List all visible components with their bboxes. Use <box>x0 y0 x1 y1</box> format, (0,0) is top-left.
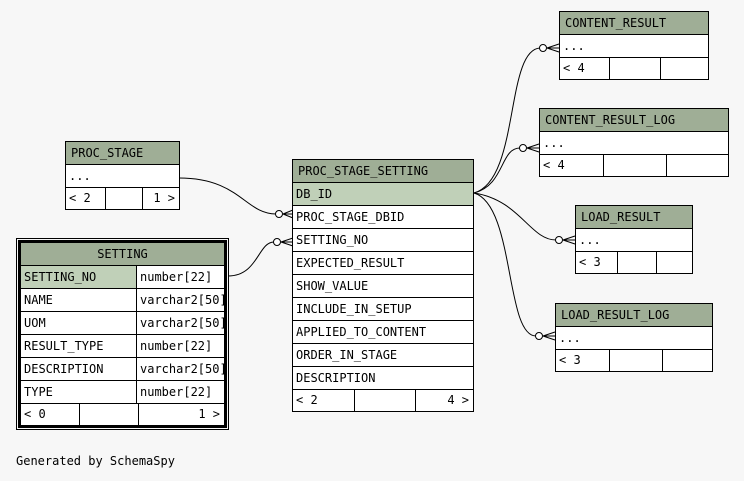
children-count: 1 > <box>138 404 224 425</box>
table-row: DESCRIPTION varchar2[50] <box>21 358 224 381</box>
rows-count <box>617 252 656 273</box>
rows-count <box>79 404 138 425</box>
column-type: number[22] <box>136 381 224 403</box>
column-type: varchar2[50] <box>136 289 224 311</box>
column-name: DESCRIPTION <box>24 362 104 376</box>
column-type: varchar2[50] <box>136 312 224 334</box>
rows-count <box>603 155 666 176</box>
rows-count <box>609 350 662 371</box>
column-name: SETTING_NO <box>24 270 97 284</box>
table-row: TYPE number[22] <box>21 381 224 404</box>
table-row: ... <box>540 132 728 155</box>
table-row: ... <box>576 229 692 252</box>
parents-count: < 2 <box>296 393 318 407</box>
table-row: PROC_STAGE_DBID <box>293 206 473 229</box>
parents-count: < 2 <box>69 191 91 205</box>
column-name: RESULT_TYPE <box>24 339 104 353</box>
table-title: LOAD_RESULT_LOG <box>556 304 712 327</box>
table-title: PROC_STAGE <box>66 142 179 165</box>
table-footer: < 4 <box>560 58 708 79</box>
edge-content-result-log <box>473 147 521 194</box>
children-count <box>666 155 728 176</box>
table-footer: < 0 1 > <box>21 404 224 425</box>
column-type: number[22] <box>136 335 224 357</box>
column-type: number[22] <box>136 266 224 288</box>
table-load-result-log[interactable]: LOAD_RESULT_LOG ... < 3 <box>555 303 713 372</box>
table-row: INCLUDE_IN_SETUP <box>293 298 473 321</box>
table-row: RESULT_TYPE number[22] <box>21 335 224 358</box>
rows-count <box>105 188 142 209</box>
table-footer: < 4 <box>540 155 728 176</box>
table-title: SETTING <box>21 243 224 266</box>
table-footer: < 3 <box>576 252 692 273</box>
table-row: ORDER_IN_STAGE <box>293 344 473 367</box>
column-name: NAME <box>24 293 53 307</box>
table-row: SHOW_VALUE <box>293 275 473 298</box>
table-row: UOM varchar2[50] <box>21 312 224 335</box>
table-proc-stage[interactable]: PROC_STAGE ... < 2 1 > <box>65 141 180 210</box>
children-count: 4 > <box>415 390 473 411</box>
column-name: TYPE <box>24 385 53 399</box>
table-row: NAME varchar2[50] <box>21 289 224 312</box>
children-count <box>656 252 692 273</box>
table-footer: < 2 4 > <box>293 390 473 411</box>
table-setting[interactable]: SETTING SETTING_NO number[22] NAME varch… <box>16 238 229 430</box>
table-row: SETTING_NO <box>293 229 473 252</box>
table-row: EXPECTED_RESULT <box>293 252 473 275</box>
parents-count: < 0 <box>24 407 46 421</box>
rows-count <box>609 58 660 79</box>
children-count <box>662 350 712 371</box>
column-type: varchar2[50] <box>136 358 224 380</box>
table-title: CONTENT_RESULT <box>560 12 708 35</box>
edge-proc-stage <box>178 177 277 215</box>
table-title: LOAD_RESULT <box>576 206 692 229</box>
table-footer: < 3 <box>556 350 712 371</box>
table-row: APPLIED_TO_CONTENT <box>293 321 473 344</box>
table-title: CONTENT_RESULT_LOG <box>540 109 728 132</box>
table-proc-stage-setting[interactable]: PROC_STAGE_SETTING DB_ID PROC_STAGE_DBID… <box>292 159 474 412</box>
column-name: UOM <box>24 316 46 330</box>
table-row: ... <box>560 35 708 58</box>
table-row: SETTING_NO number[22] <box>21 266 224 289</box>
table-content-result-log[interactable]: CONTENT_RESULT_LOG ... < 4 <box>539 108 729 177</box>
table-load-result[interactable]: LOAD_RESULT ... < 3 <box>575 205 693 274</box>
generated-by-caption: Generated by SchemaSpy <box>16 454 175 468</box>
edge-setting <box>227 241 275 277</box>
parents-count: < 4 <box>563 61 585 75</box>
children-count <box>660 58 708 79</box>
table-row: ... <box>66 165 179 188</box>
table-row: DESCRIPTION <box>293 367 473 390</box>
table-row: DB_ID <box>293 183 473 206</box>
table-title: PROC_STAGE_SETTING <box>293 160 473 183</box>
rows-count <box>354 390 415 411</box>
edge-load-result-log <box>473 192 537 337</box>
parents-count: < 3 <box>559 353 581 367</box>
edge-load-result <box>473 192 557 241</box>
table-footer: < 2 1 > <box>66 188 179 209</box>
parents-count: < 4 <box>543 158 565 172</box>
edge-content-result <box>473 47 541 194</box>
table-row: ... <box>556 327 712 350</box>
children-count: 1 > <box>142 188 179 209</box>
table-content-result[interactable]: CONTENT_RESULT ... < 4 <box>559 11 709 80</box>
parents-count: < 3 <box>579 255 601 269</box>
